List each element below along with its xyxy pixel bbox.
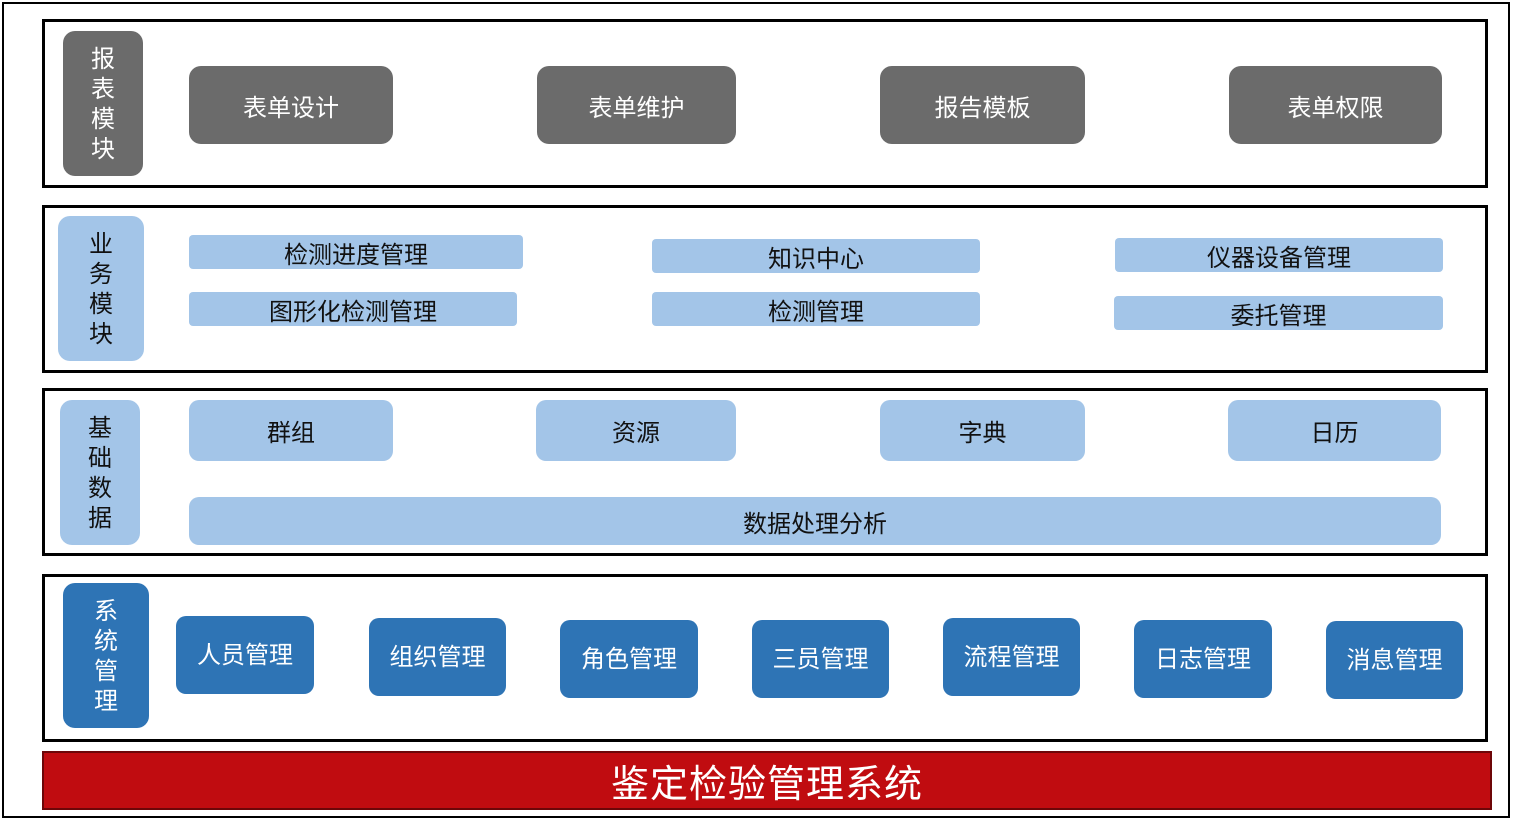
log-management-button[interactable]: 日志管理 — [1134, 620, 1272, 698]
calendar-button[interactable]: 日历 — [1228, 400, 1441, 461]
organization-management-button[interactable]: 组织管理 — [369, 618, 506, 696]
system-management-label: 系 统 管 理 — [63, 583, 149, 728]
group-button[interactable]: 群组 — [189, 400, 393, 461]
system-management-label-char: 管 — [94, 656, 118, 685]
business-module-panel — [42, 205, 1488, 373]
business-module-label-char: 块 — [89, 319, 113, 348]
graphic-inspection-button[interactable]: 图形化检测管理 — [189, 292, 517, 326]
dictionary-button[interactable]: 字典 — [880, 400, 1085, 461]
inspection-progress-button[interactable]: 检测进度管理 — [189, 235, 523, 269]
instrument-management-button[interactable]: 仪器设备管理 — [1115, 238, 1443, 272]
report-template-button[interactable]: 报告模板 — [880, 66, 1085, 144]
base-data-label-char: 据 — [88, 503, 112, 532]
message-management-button[interactable]: 消息管理 — [1326, 621, 1463, 699]
inspection-management-button[interactable]: 检测管理 — [652, 292, 980, 326]
report-module-label-char: 模 — [91, 104, 115, 133]
form-permission-button[interactable]: 表单权限 — [1229, 66, 1442, 144]
role-management-button[interactable]: 角色管理 — [560, 620, 698, 698]
base-data-label-char: 础 — [88, 443, 112, 472]
form-maintenance-button[interactable]: 表单维护 — [537, 66, 736, 144]
form-design-button[interactable]: 表单设计 — [189, 66, 393, 144]
data-analysis-button[interactable]: 数据处理分析 — [189, 497, 1441, 545]
base-data-label: 基 础 数 据 — [60, 400, 140, 545]
commission-management-button[interactable]: 委托管理 — [1114, 296, 1443, 330]
report-module-label-char: 报 — [91, 44, 115, 73]
base-data-label-char: 数 — [88, 473, 112, 502]
knowledge-center-button[interactable]: 知识中心 — [652, 239, 980, 273]
business-module-label-char: 模 — [89, 289, 113, 318]
system-management-label-char: 理 — [94, 686, 118, 715]
three-staff-management-button[interactable]: 三员管理 — [752, 620, 889, 698]
personnel-management-button[interactable]: 人员管理 — [176, 616, 314, 694]
system-management-label-char: 系 — [94, 596, 118, 625]
system-title-banner: 鉴定检验管理系统 — [42, 751, 1492, 810]
report-module-label: 报 表 模 块 — [63, 31, 143, 176]
workflow-management-button[interactable]: 流程管理 — [943, 618, 1080, 696]
business-module-label-char: 业 — [89, 229, 113, 258]
business-module-label: 业 务 模 块 — [58, 216, 144, 361]
resource-button[interactable]: 资源 — [536, 400, 736, 461]
business-module-label-char: 务 — [89, 259, 113, 288]
report-module-label-char: 块 — [91, 134, 115, 163]
system-management-label-char: 统 — [94, 626, 118, 655]
report-module-label-char: 表 — [91, 74, 115, 103]
base-data-label-char: 基 — [88, 413, 112, 442]
